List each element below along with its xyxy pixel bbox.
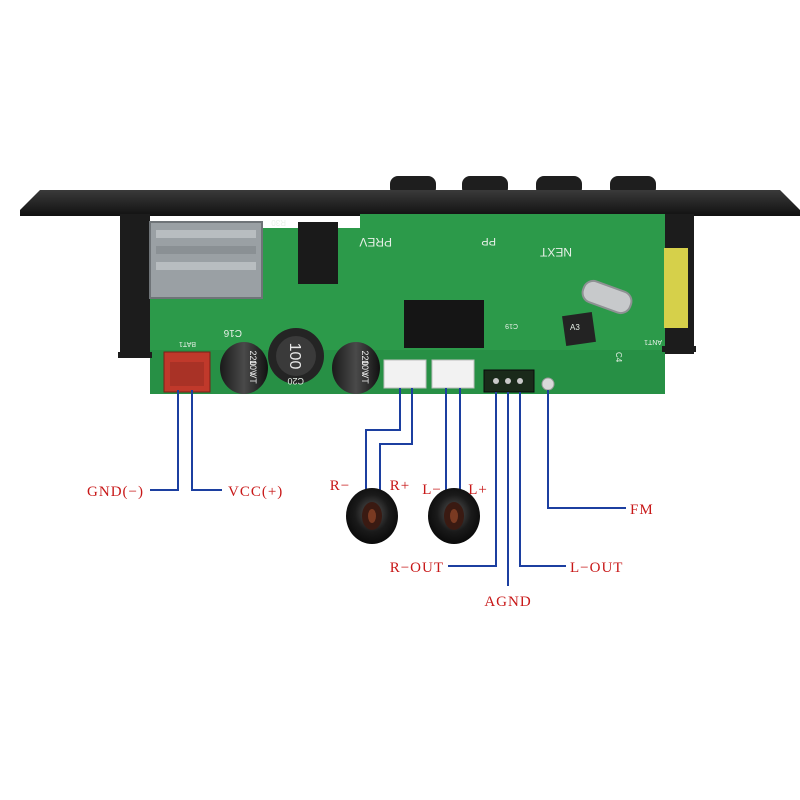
label-r-plus: R+ (390, 478, 410, 494)
label-fm: FM (630, 502, 654, 518)
amp-chip-left (404, 300, 444, 348)
label-l-minus: L− (422, 482, 442, 498)
label-gnd: GND(−) (87, 484, 144, 500)
label-vcc: VCC(+) (228, 484, 283, 500)
antenna-strip (664, 248, 688, 328)
left-speaker (428, 488, 480, 544)
wire-r-out (448, 392, 497, 567)
silk-r30: R30 (271, 218, 286, 227)
right-speaker (346, 488, 398, 544)
left-speaker-connector (431, 359, 475, 389)
wire-r-plus (379, 388, 413, 500)
wire-fm (547, 390, 626, 509)
cap-right-voltage: 10V (360, 360, 370, 376)
right-speaker-connector (383, 359, 427, 389)
amp-chip-right (444, 300, 484, 348)
silk-pp: PP (481, 235, 496, 247)
capacitor-left (220, 342, 268, 394)
cap-left-voltage: 10V (248, 360, 258, 376)
silk-c19: C19 (505, 322, 518, 329)
capacitor-right (332, 342, 380, 394)
regulator-chip (298, 222, 338, 284)
silk-next: NEXT (539, 245, 572, 259)
label-agnd: AGND (484, 594, 531, 610)
cap-left-value: 220 (248, 350, 258, 365)
bluetooth-chip (562, 312, 596, 346)
cap-left-type: VT (248, 372, 258, 384)
crystal (581, 279, 633, 315)
cap-right-value: 220 (360, 350, 370, 365)
cap-right-type: VT (360, 372, 370, 384)
silk-bat: BAT1 (179, 340, 196, 347)
silk-c20: C20 (287, 376, 304, 386)
label-r-out: R−OUT (390, 560, 444, 576)
silk-c4: C4 (614, 352, 623, 363)
silk-chip: A3 (570, 323, 580, 332)
silk-ant: ANT1 (644, 338, 662, 345)
label-r-minus: R− (330, 478, 350, 494)
label-l-out: L−OUT (570, 560, 623, 576)
wire-r-minus (365, 388, 401, 500)
wire-vcc (191, 390, 222, 491)
bezel (20, 190, 800, 216)
pcb-board: PREV PP NEXT C16 R30 C20 BAT1 C4 C19 ANT… (118, 214, 696, 394)
silk-prev: PREV (359, 235, 392, 249)
fm-pad (541, 377, 555, 391)
wire-l-out (519, 392, 566, 567)
wiring (150, 388, 626, 586)
inductor-value: 100 (286, 343, 303, 370)
label-l-plus: L+ (468, 482, 488, 498)
left-bracket (120, 214, 150, 354)
silk-c16: C16 (223, 327, 242, 338)
wire-gnd (150, 390, 179, 491)
